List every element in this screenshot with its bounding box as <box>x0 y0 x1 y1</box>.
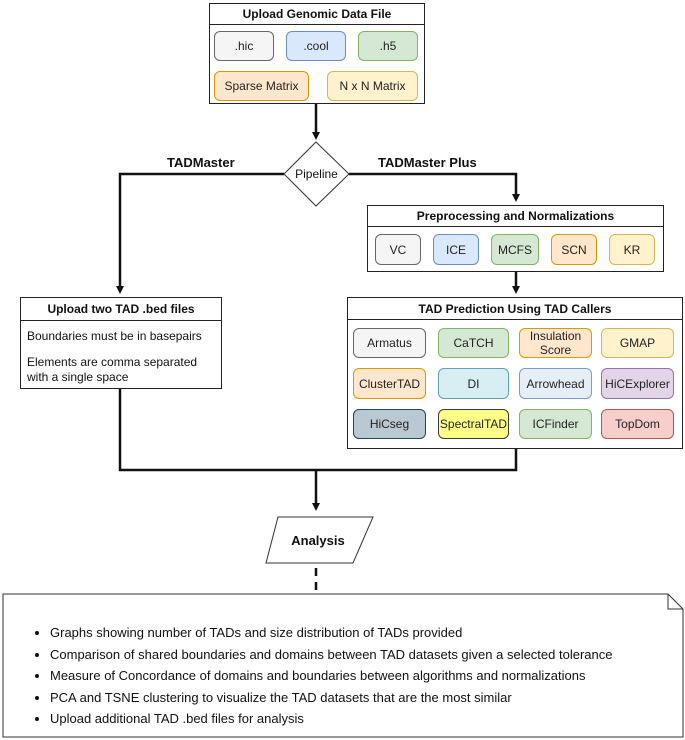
tad-upload-note-format: Elements are comma separated with a sing… <box>27 355 198 384</box>
caller-icfinder: ICFinder <box>519 409 592 439</box>
norm-mcfs: MCFS <box>491 234 539 265</box>
norm-scn: SCN <box>551 234 597 265</box>
upload-genomic-title: Upload Genomic Data File <box>209 3 425 25</box>
caller-hicseg: HiCseg <box>353 409 426 439</box>
output-item: Graphs showing number of TADs and size d… <box>50 622 685 644</box>
caller-di: DI <box>438 368 509 399</box>
tad-upload-title: Upload two TAD .bed files <box>20 297 222 321</box>
callers-title: TAD Prediction Using TAD Callers <box>347 297 683 320</box>
pipeline-label: Pipeline <box>295 167 338 181</box>
branch-tadmaster: TADMaster <box>167 155 235 170</box>
caller-catch: CaTCH <box>438 328 509 358</box>
output-item: Upload additional TAD .bed files for ana… <box>50 708 685 730</box>
arrow-tadmaster-plus <box>349 172 520 202</box>
norm-ice: ICE <box>433 234 479 265</box>
outputs-note-shape <box>2 593 684 738</box>
caller-topdom: TopDom <box>601 409 674 439</box>
caller-clustertad: ClusterTAD <box>353 368 426 399</box>
caller-hicexplorer: HiCExplorer <box>601 368 674 399</box>
matrix-sparse: Sparse Matrix <box>214 71 309 101</box>
tad-upload-note-basepairs: Boundaries must be in basepairs <box>27 329 202 343</box>
format-cool: .cool <box>286 31 346 61</box>
caller-gmap: GMAP <box>601 328 674 358</box>
norm-vc: VC <box>375 234 421 265</box>
caller-insulation-score: Insulation Score <box>519 328 592 358</box>
norm-kr: KR <box>609 234 655 265</box>
format-hic: .hic <box>214 31 274 61</box>
branch-tadmaster-plus: TADMaster Plus <box>378 155 477 170</box>
analysis-label: Analysis <box>291 532 345 548</box>
analysis-parallelogram <box>265 516 374 564</box>
matrix-nxn: N x N Matrix <box>327 71 418 101</box>
note-fold-corner <box>667 594 683 610</box>
preprocessing-title: Preprocessing and Normalizations <box>367 205 664 227</box>
caller-arrowhead: Arrowhead <box>519 368 592 399</box>
output-item: Comparison of shared boundaries and doma… <box>50 644 685 666</box>
output-item: Measure of Concordance of domains and bo… <box>50 665 685 687</box>
line-callers-merge <box>316 449 518 472</box>
format-h5: .h5 <box>358 31 418 61</box>
caller-spectraltad: SpectralTAD <box>438 409 509 439</box>
pipeline-diamond <box>283 141 350 207</box>
caller-armatus: Armatus <box>353 328 426 358</box>
analysis-outputs-list: Graphs showing number of TADs and size d… <box>30 622 685 730</box>
arrow-tadmaster <box>116 172 284 294</box>
line-tad-upload-merge <box>118 389 316 472</box>
output-item: PCA and TSNE clustering to visualize the… <box>50 687 685 709</box>
